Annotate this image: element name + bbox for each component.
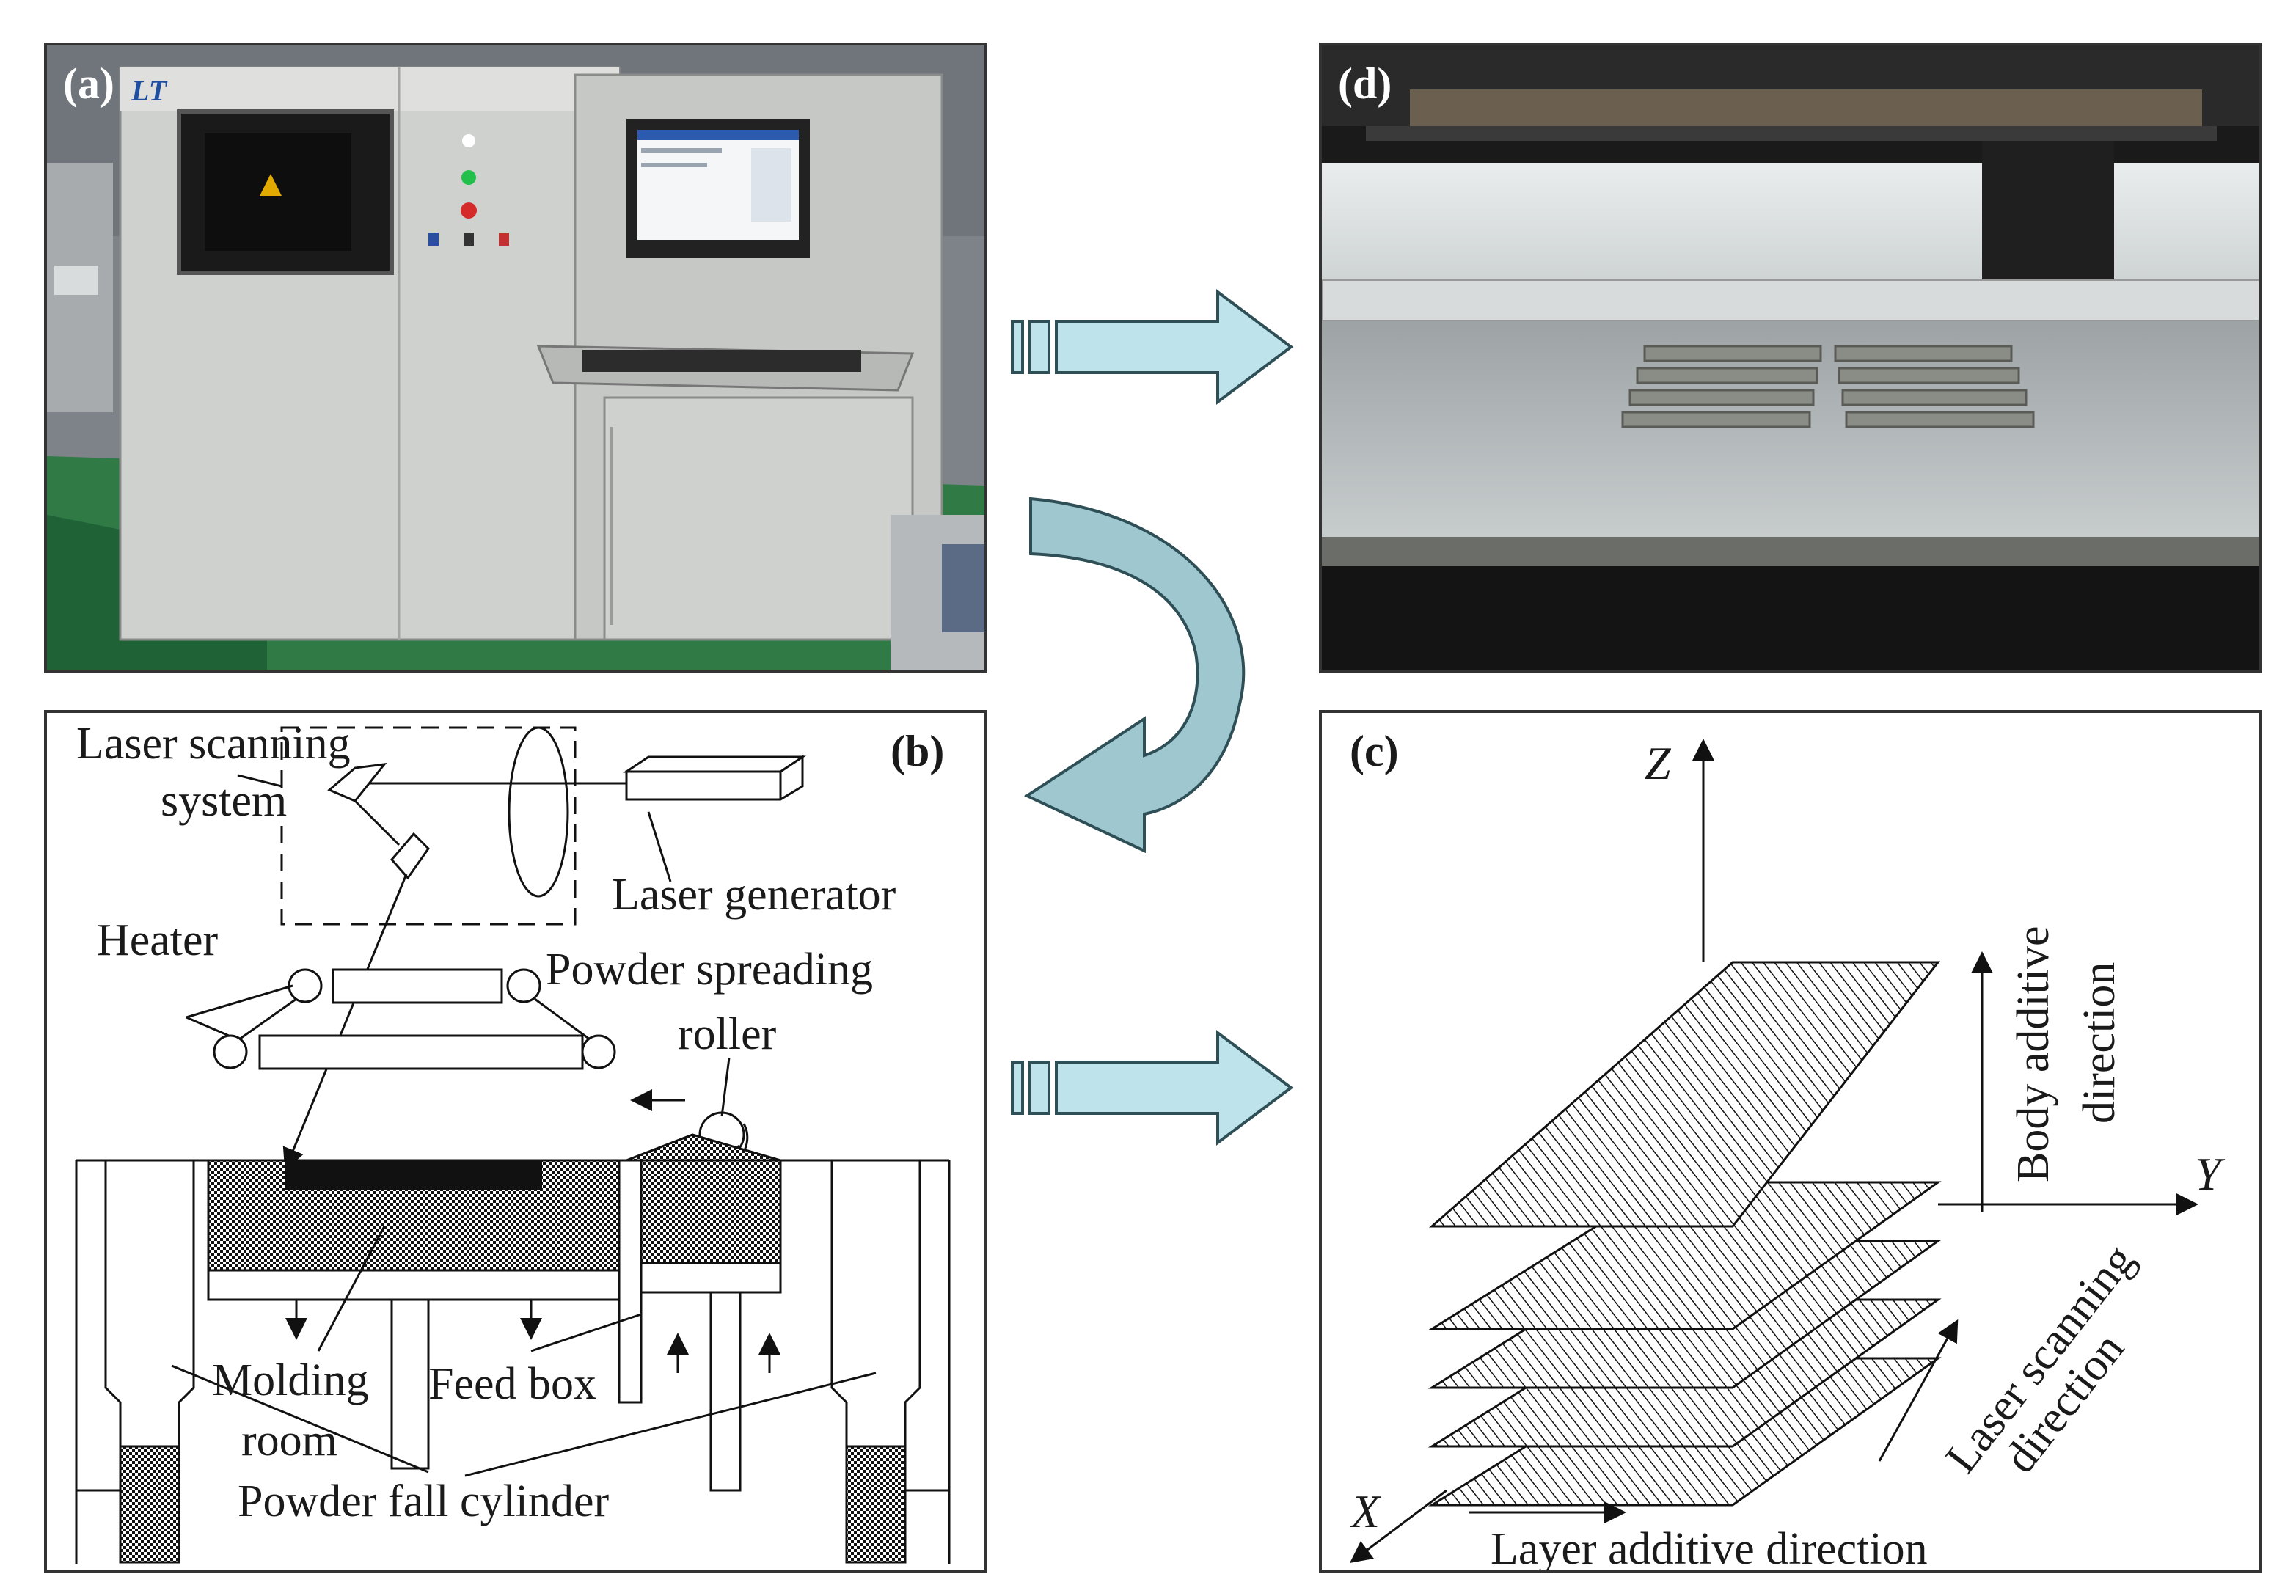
heater-bottom xyxy=(258,1034,584,1070)
panel-letter-a: (a) xyxy=(63,59,114,108)
label-room: room xyxy=(241,1416,337,1465)
layer-2 xyxy=(1427,1181,1942,1330)
label-layer-additive: Layer additive direction xyxy=(1491,1524,1928,1570)
layer-diagram: Z Y X Body additive direction Laser scan… xyxy=(1349,737,2226,1570)
panel-b-sls-schematic: Laser scanning system Laser generator He… xyxy=(44,710,987,1573)
sintered-parts xyxy=(1621,345,2035,428)
scanning-system-box xyxy=(280,726,577,926)
powder-bed-illustration xyxy=(1322,45,2259,670)
label-roller: roller xyxy=(678,1009,777,1059)
panel-c-layer-diagram: Z Y X Body additive direction Laser scan… xyxy=(1319,710,2262,1573)
label-axis-x: X xyxy=(1349,1485,1382,1537)
label-laser-generator: Laser generator xyxy=(612,870,896,920)
sintered-part xyxy=(285,1160,542,1190)
feed-box-powder xyxy=(625,1133,782,1264)
panel-letter-c: (c) xyxy=(1350,727,1399,775)
layer-1 xyxy=(1429,961,1941,1228)
heater-top xyxy=(332,968,503,1004)
panel-letter-b: (b) xyxy=(891,727,945,775)
label-laser-scanning: Laser scanning xyxy=(76,719,351,769)
indicator-green xyxy=(461,170,476,185)
machine-illustration: LT xyxy=(47,45,984,670)
sls-schematic: Laser scanning system Laser generator He… xyxy=(75,719,951,1564)
label-axis-y: Y xyxy=(2195,1148,2226,1200)
arrow-d-to-b-curved xyxy=(1023,497,1246,854)
arrow-a-to-d xyxy=(1011,289,1294,405)
powder-fall-cylinder-right xyxy=(845,1445,907,1564)
label-powder-spreading: Powder spreading xyxy=(546,945,873,995)
indicator-white xyxy=(462,134,475,147)
layer-stack xyxy=(1427,961,1942,1507)
panel-a-machine-photo: LT (a) xyxy=(44,43,987,673)
panel-letter-d: (d) xyxy=(1338,59,1392,108)
panel-d-powder-bed-photo: (d) xyxy=(1319,43,2262,673)
lens xyxy=(508,726,569,898)
powder-bed xyxy=(1322,321,2259,537)
label-molding: Molding xyxy=(212,1355,369,1405)
laser-scanning-arrow xyxy=(1878,1319,1959,1462)
emergency-stop xyxy=(461,202,477,219)
powder-fall-cylinder-left xyxy=(119,1445,180,1564)
label-body-direction: direction xyxy=(2074,962,2124,1124)
label-powder-fall-cylinder: Powder fall cylinder xyxy=(238,1476,610,1526)
x-axis xyxy=(1350,1489,1447,1563)
svg-text:LT: LT xyxy=(131,74,168,107)
label-system: system xyxy=(161,776,287,826)
scanning-mirror xyxy=(327,763,387,802)
label-heater: Heater xyxy=(97,915,219,965)
label-feed-box: Feed box xyxy=(428,1359,596,1409)
arrow-b-to-c xyxy=(1011,1030,1294,1146)
label-body-additive: Body additive xyxy=(2008,926,2058,1182)
label-axis-z: Z xyxy=(1645,737,1672,789)
